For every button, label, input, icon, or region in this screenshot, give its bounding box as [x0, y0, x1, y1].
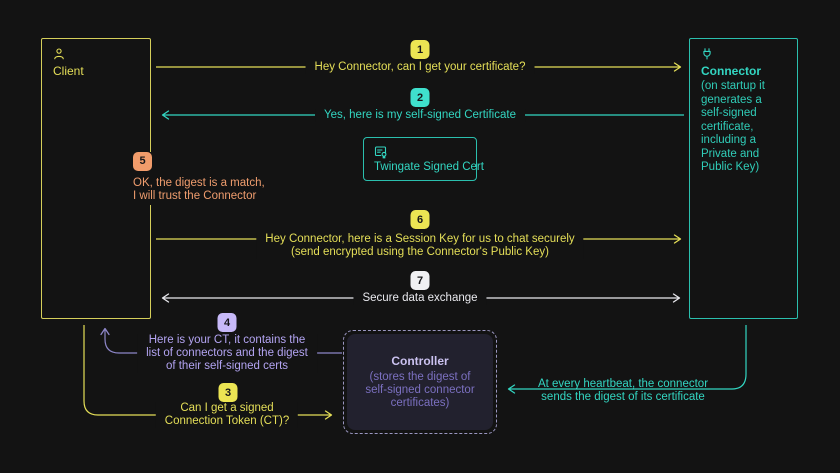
step-6-label: Hey Connector, here is a Session Key for…	[256, 233, 584, 259]
step-6-badge: 6	[410, 210, 430, 229]
heartbeat-note: At every heartbeat, the connector sends …	[538, 378, 708, 404]
heartbeat-arrow-line	[507, 325, 747, 394]
connector-box: Connector (on startup it generates a sel…	[689, 38, 798, 319]
step-4-label: Here is your CT, it contains the list of…	[137, 334, 317, 373]
step-4-label-line1: Here is your CT, it contains the	[148, 334, 306, 346]
step-4-badge: 4	[217, 313, 237, 332]
controller-box-inner: Controller (stores the digest of self-si…	[347, 334, 493, 430]
step-5-label-line1: OK, the digest is a match,	[133, 177, 265, 189]
twingate-cert-label: Twingate Signed Cert	[374, 161, 484, 173]
connector-description: (on startup it generates a self-signed c…	[701, 80, 765, 173]
certificate-icon	[374, 146, 387, 159]
step-1-label: Hey Connector, can I get your certificat…	[305, 61, 535, 74]
step-1-badge: 1	[410, 40, 430, 59]
client-label: Client	[53, 64, 84, 78]
step-4-arrow-line	[100, 327, 342, 354]
step-6-label-line2: (send encrypted using the Connector's Pu…	[291, 246, 549, 258]
step-3-arrow-line	[83, 325, 333, 420]
step-6-label-line1: Hey Connector, here is a Session Key for…	[265, 233, 575, 245]
controller-label: Controller	[391, 354, 449, 369]
step-4-label-line2: list of connectors and the digest	[146, 347, 308, 359]
step-7-badge: 7	[410, 271, 430, 290]
plug-icon	[703, 48, 711, 60]
step-3-label: Can I get a signed Connection Token (CT)…	[155, 402, 299, 428]
step-3-label-line2: Connection Token (CT)?	[164, 415, 290, 427]
controller-box: Controller (stores the digest of self-si…	[343, 330, 497, 434]
step-5-label-line2: I will trust the Connector	[133, 190, 257, 202]
person-icon	[54, 48, 64, 60]
step-4-label-line3: of their self-signed certs	[165, 360, 289, 372]
controller-description: (stores the digest of self-signed connec…	[365, 371, 475, 409]
step-5-block: 5 OK, the digest is a match, I will trus…	[133, 152, 269, 205]
step-5-badge: 5	[133, 152, 152, 171]
step-2-badge: 2	[410, 88, 430, 107]
heartbeat-note-line1: At every heartbeat, the connector	[537, 378, 709, 390]
step-3-badge: 3	[218, 383, 238, 402]
twingate-cert-box: Twingate Signed Cert	[363, 137, 484, 181]
connector-label: Connector	[701, 64, 761, 78]
heartbeat-note-line2: sends the digest of its certificate	[541, 391, 705, 403]
step-2-label: Yes, here is my self-signed Certificate	[315, 109, 525, 122]
step-7-label: Secure data exchange	[353, 292, 487, 305]
step-3-label-line1: Can I get a signed	[180, 402, 274, 414]
